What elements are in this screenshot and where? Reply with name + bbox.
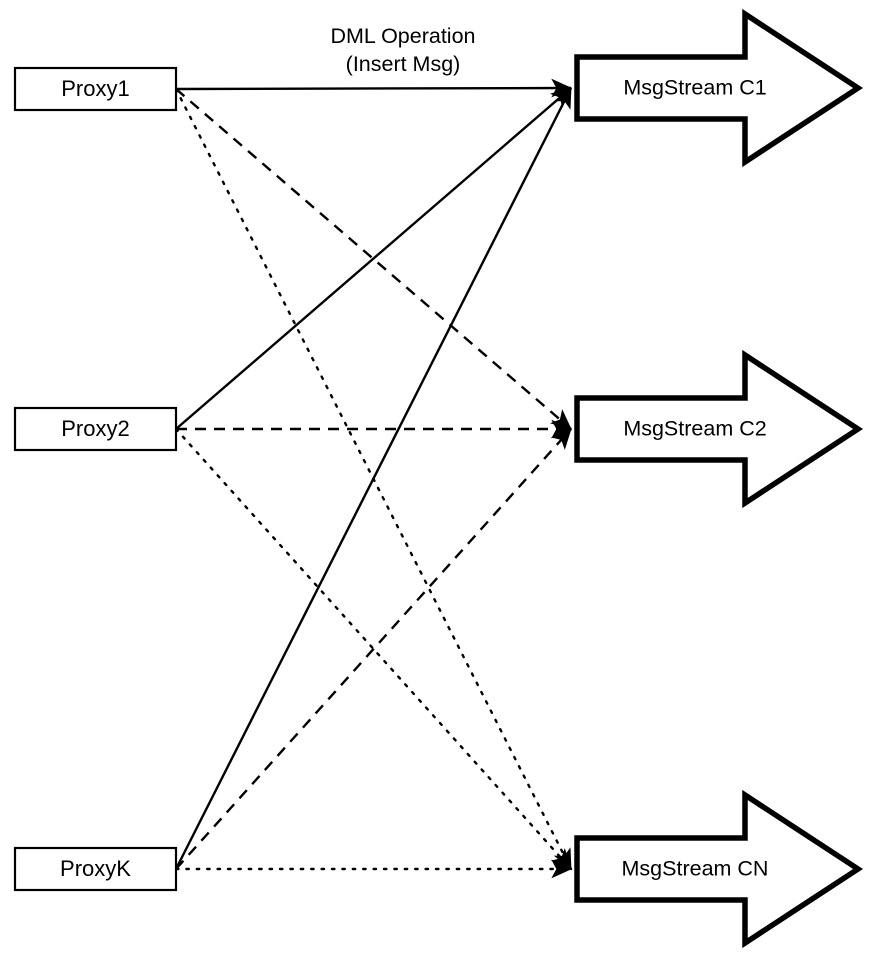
link-proxyk-c2 — [175, 428, 572, 870]
link-proxy2-c1 — [175, 87, 572, 430]
msgstream-label-cn: MsgStream CN — [622, 857, 769, 881]
proxy-label-proxy2: Proxy2 — [61, 416, 129, 441]
proxy-node-proxy2[interactable]: Proxy2 — [13, 406, 178, 452]
msgstream-label-c1: MsgStream C1 — [623, 76, 766, 100]
streams-layer: MsgStream C1 MsgStream C2 MsgStream CN — [574, 8, 864, 949]
proxy-box-proxyk — [13, 846, 178, 892]
msgstream-c1[interactable]: MsgStream C1 — [574, 8, 864, 168]
proxy-box-proxy1 — [13, 66, 178, 112]
link-proxyk-c1 — [174, 87, 573, 870]
proxy-node-proxy1[interactable]: Proxy1 — [13, 66, 178, 112]
link-proxy1-c1 — [175, 78, 572, 98]
msgstream-c2[interactable]: MsgStream C2 — [574, 349, 864, 509]
edge-caption-line-2: (Insert Msg) — [346, 52, 461, 76]
msgstream-arrow-shape-cn — [574, 789, 864, 949]
proxy-box-proxy2 — [13, 406, 178, 452]
proxy-label-proxyk: ProxyK — [60, 856, 131, 881]
proxy-label-proxy1: Proxy1 — [61, 76, 129, 101]
links-layer — [174, 78, 573, 879]
msgstream-arrow-shape-c2 — [574, 349, 864, 509]
edge-caption: DML Operation (Insert Msg) — [331, 24, 476, 76]
msgstream-label-c2: MsgStream C2 — [623, 417, 766, 441]
msgstream-arrow-shape-c1 — [574, 8, 864, 168]
edge-caption-line-1: DML Operation — [331, 24, 476, 48]
msgstream-cn[interactable]: MsgStream CN — [574, 789, 864, 949]
proxy-node-proxyk[interactable]: ProxyK — [13, 846, 178, 892]
link-proxy1-c2 — [175, 88, 572, 430]
